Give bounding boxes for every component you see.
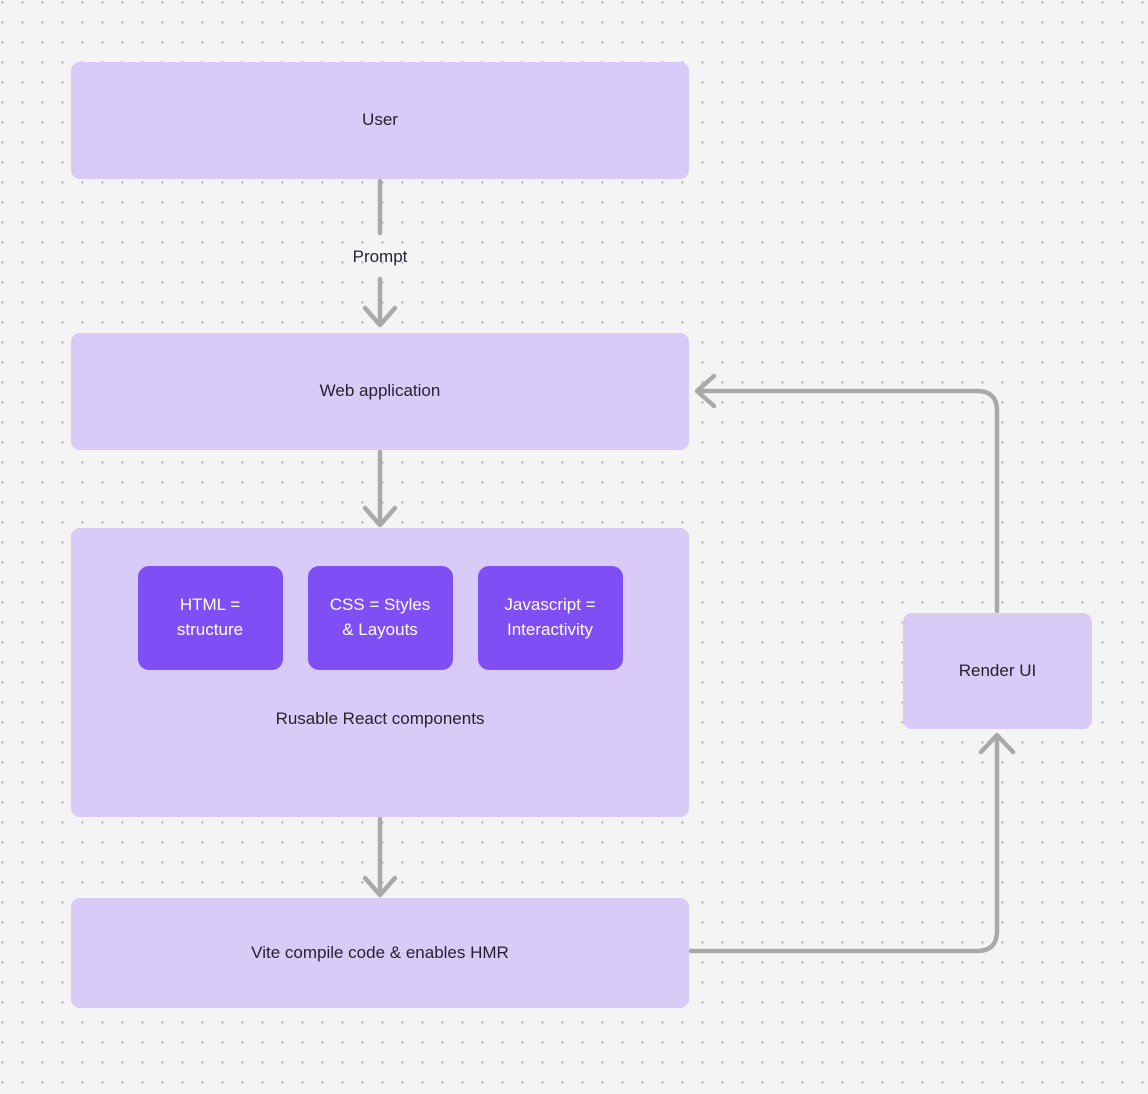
node-react-components[interactable]: HTML = structure CSS = Styles & Layouts … (71, 528, 689, 817)
node-vite[interactable]: Vite compile code & enables HMR (71, 898, 689, 1008)
chip-javascript-line2: Interactivity (507, 620, 593, 639)
edge-render-ui-to-webapp (694, 373, 1000, 614)
node-web-application-label: Web application (319, 381, 441, 401)
chip-html-text: HTML = structure (177, 593, 243, 642)
edge-label-prompt: Prompt (352, 247, 408, 266)
node-vite-label: Vite compile code & enables HMR (251, 942, 509, 962)
node-user-label: User (362, 110, 398, 130)
edge-components-to-vite (362, 816, 398, 898)
node-user[interactable]: User (71, 62, 689, 179)
chip-javascript[interactable]: Javascript = Interactivity (477, 566, 623, 670)
node-render-ui-label: Render UI (958, 660, 1037, 680)
chip-css[interactable]: CSS = Styles & Layouts (307, 566, 453, 670)
node-render-ui[interactable]: Render UI (903, 613, 1092, 729)
chip-html-line2: structure (176, 620, 244, 639)
node-web-application[interactable]: Web application (71, 333, 689, 450)
chip-css-line1: CSS = Styles (329, 595, 431, 615)
edge-webapp-to-components (362, 449, 398, 528)
chip-row: HTML = structure CSS = Styles & Layouts … (137, 566, 623, 670)
chip-html-line1: HTML = (179, 595, 241, 615)
chip-javascript-line1: Javascript = (504, 595, 596, 615)
edge-vite-to-render-ui (688, 732, 1016, 954)
chip-javascript-text: Javascript = Interactivity (504, 593, 595, 642)
chip-css-line2: & Layouts (342, 620, 418, 639)
chip-css-text: CSS = Styles & Layouts (330, 593, 431, 642)
react-components-caption: Rusable React components (275, 709, 485, 728)
react-components-inner: HTML = structure CSS = Styles & Layouts … (71, 528, 689, 817)
chip-html[interactable]: HTML = structure (137, 566, 283, 670)
